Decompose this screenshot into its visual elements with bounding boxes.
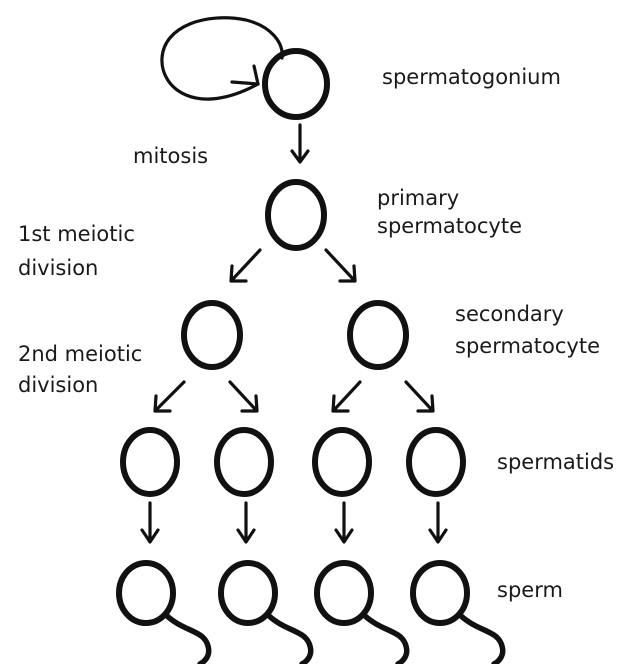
label-sperm: sperm [497, 577, 563, 604]
spermatid-cell-1 [123, 430, 177, 494]
maturation-arrow-4 [430, 503, 446, 542]
label-1st-division: division [18, 255, 98, 282]
sperm-tail-4 [460, 615, 503, 664]
label-primary-spermatocyte: spermatocyte [377, 213, 522, 240]
label-spermatogonium: spermatogonium [382, 64, 561, 91]
label-secondary: secondary [455, 301, 564, 328]
label-spermatids: spermatids [497, 449, 614, 476]
spermatid-cell-3 [315, 430, 369, 494]
label-mitosis: mitosis [133, 143, 208, 170]
mitosis-arrow [292, 125, 308, 162]
label-2nd-division: division [18, 372, 98, 399]
maturation-arrow-3 [336, 503, 352, 542]
secondary-spermatocyte-cell-left [184, 303, 240, 367]
sperm-tail-3 [364, 615, 407, 664]
meiosis2-arrow-2 [230, 382, 257, 411]
label-primary: primary [377, 185, 459, 212]
maturation-arrow-2 [238, 503, 254, 542]
spermatogonium-cell [265, 51, 327, 117]
meiosis2-arrow-3 [333, 382, 360, 411]
secondary-spermatocyte-cell-right [350, 303, 406, 367]
sperm-tail-2 [268, 615, 311, 664]
meiosis2-arrow-4 [406, 382, 433, 411]
label-2nd-meiotic: 2nd meiotic [18, 341, 142, 368]
label-1st-meiotic: 1st meiotic [18, 221, 135, 248]
spermatid-cell-4 [409, 430, 463, 494]
spermatid-cell-2 [217, 430, 271, 494]
meiosis2-arrow-1 [155, 382, 184, 411]
meiosis1-arrow-right [326, 250, 355, 281]
primary-spermatocyte-cell [268, 182, 324, 248]
sperm-tail-1 [166, 615, 209, 664]
meiosis1-arrow-left [231, 250, 260, 281]
maturation-arrow-1 [142, 503, 158, 542]
label-secondary-spermatocyte: spermatocyte [455, 333, 600, 360]
self-renewal-arrowhead [232, 66, 258, 84]
